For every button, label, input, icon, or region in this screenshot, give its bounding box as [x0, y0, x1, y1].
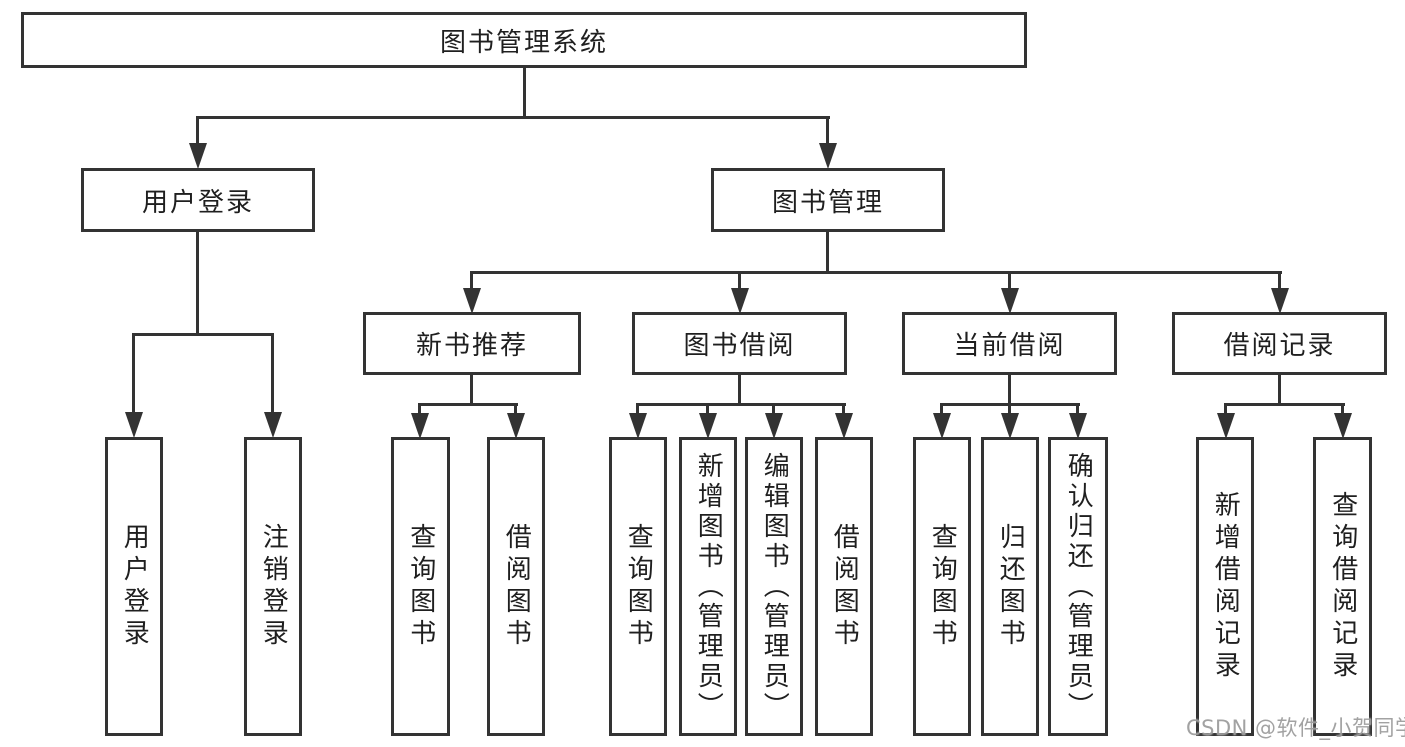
arrowhead-icon — [765, 413, 783, 439]
node-label: 用户登录 — [141, 187, 254, 218]
leaf-borrow-books: 借阅图书 — [815, 437, 873, 736]
node-label: 查询图书 — [623, 522, 654, 651]
node-book-management: 图书管理 — [711, 168, 945, 232]
leaf-return-books: 归还图书 — [981, 437, 1039, 736]
leaf-user-login: 用户登录 — [105, 437, 163, 736]
leaf-add-borrow-record: 新增借阅记录 — [1196, 437, 1254, 736]
connector-user-login-branch — [132, 333, 274, 336]
connector-arrow-shaft — [940, 404, 943, 415]
node-label: 注销登录 — [258, 522, 289, 651]
connector-arrow-shaft — [1008, 272, 1011, 290]
node-label: 查询图书 — [405, 522, 436, 651]
leaf-query-books-current: 查询图书 — [913, 437, 971, 736]
arrowhead-icon — [1069, 413, 1087, 439]
node-user-login: 用户登录 — [81, 168, 315, 232]
csdn-watermark: CSDN @软件_小贺同学 — [1186, 716, 1405, 740]
node-label: 查询借阅记录 — [1327, 490, 1358, 683]
node-label: 确认归还（管理员） — [1063, 451, 1094, 722]
leaf-query-borrow-record: 查询借阅记录 — [1313, 437, 1372, 736]
connector-stub — [470, 373, 473, 405]
node-label: 借阅图书 — [501, 522, 532, 651]
connector-arrow-shaft — [196, 117, 199, 145]
connector-arrow-shaft — [772, 404, 775, 415]
leaf-query-books-borrowing: 查询图书 — [609, 437, 667, 736]
arrowhead-icon — [731, 288, 749, 314]
connector-arrow-shaft — [636, 404, 639, 415]
node-library-management-system: 图书管理系统 — [21, 12, 1027, 68]
node-label: 用户登录 — [119, 522, 150, 651]
arrowhead-icon — [629, 413, 647, 439]
node-label: 编辑图书（管理员） — [759, 451, 790, 722]
connector-arrow-shaft — [1224, 404, 1227, 415]
arrowhead-icon — [1271, 288, 1289, 314]
connector-user-login-stub — [196, 230, 199, 335]
arrowhead-icon — [125, 412, 143, 438]
connector-arrow-shaft — [1278, 272, 1281, 290]
arrowhead-icon — [1217, 413, 1235, 439]
connector-stub — [1008, 373, 1011, 405]
connector-stub — [1278, 373, 1281, 405]
node-borrowing-records: 借阅记录 — [1172, 312, 1387, 375]
connector-arrow-shaft — [132, 334, 135, 414]
leaf-confirm-return-admin: 确认归还（管理员） — [1048, 437, 1108, 736]
connector-book-mgmt-branch — [470, 271, 1282, 274]
connector-arrow-shaft — [1076, 404, 1079, 415]
connector-arrow-shaft — [826, 117, 829, 145]
node-new-book-recommendation: 新书推荐 — [363, 312, 581, 375]
connector-arrow-shaft — [271, 334, 274, 414]
connector-root-branch — [196, 116, 830, 119]
arrowhead-icon — [189, 143, 207, 169]
connector-branch — [1224, 403, 1345, 406]
connector-stub — [738, 373, 741, 405]
connector-arrow-shaft — [738, 272, 741, 290]
node-current-borrowing: 当前借阅 — [902, 312, 1117, 375]
node-label: 归还图书 — [995, 522, 1026, 651]
connector-arrow-shaft — [1341, 404, 1344, 415]
node-label: 查询图书 — [927, 522, 958, 651]
connector-branch — [418, 403, 518, 406]
arrowhead-icon — [1001, 413, 1019, 439]
arrowhead-icon — [835, 413, 853, 439]
connector-arrow-shaft — [418, 404, 421, 415]
arrowhead-icon — [463, 288, 481, 314]
node-label: 借阅记录 — [1223, 331, 1336, 361]
arrowhead-icon — [933, 413, 951, 439]
connector-arrow-shaft — [842, 404, 845, 415]
arrowhead-icon — [699, 413, 717, 439]
node-label: 图书借阅 — [683, 331, 796, 361]
arrowhead-icon — [507, 413, 525, 439]
connector-arrow-shaft — [514, 404, 517, 415]
node-book-borrowing: 图书借阅 — [632, 312, 847, 375]
node-label: 借阅图书 — [829, 522, 860, 651]
node-label: 新增借阅记录 — [1210, 490, 1241, 683]
node-label: 当前借阅 — [953, 331, 1066, 361]
arrowhead-icon — [819, 143, 837, 169]
node-label: 新增图书（管理员） — [693, 451, 724, 722]
leaf-edit-books-admin: 编辑图书（管理员） — [745, 437, 803, 736]
node-label: 图书管理系统 — [439, 27, 608, 58]
connector-arrow-shaft — [1008, 404, 1011, 415]
node-label: 新书推荐 — [415, 331, 528, 361]
arrowhead-icon — [411, 413, 429, 439]
arrowhead-icon — [264, 412, 282, 438]
leaf-borrow-books-recommend: 借阅图书 — [487, 437, 545, 736]
connector-book-mgmt-stub — [826, 230, 829, 273]
node-label: 图书管理 — [771, 187, 884, 218]
arrowhead-icon — [1001, 288, 1019, 314]
leaf-add-books-admin: 新增图书（管理员） — [679, 437, 737, 736]
leaf-query-books-recommend: 查询图书 — [391, 437, 450, 736]
arrowhead-icon — [1334, 413, 1352, 439]
connector-root-stub — [523, 66, 526, 118]
connector-arrow-shaft — [470, 272, 473, 290]
connector-arrow-shaft — [706, 404, 709, 415]
leaf-logout: 注销登录 — [244, 437, 302, 736]
connector-branch — [636, 403, 846, 406]
